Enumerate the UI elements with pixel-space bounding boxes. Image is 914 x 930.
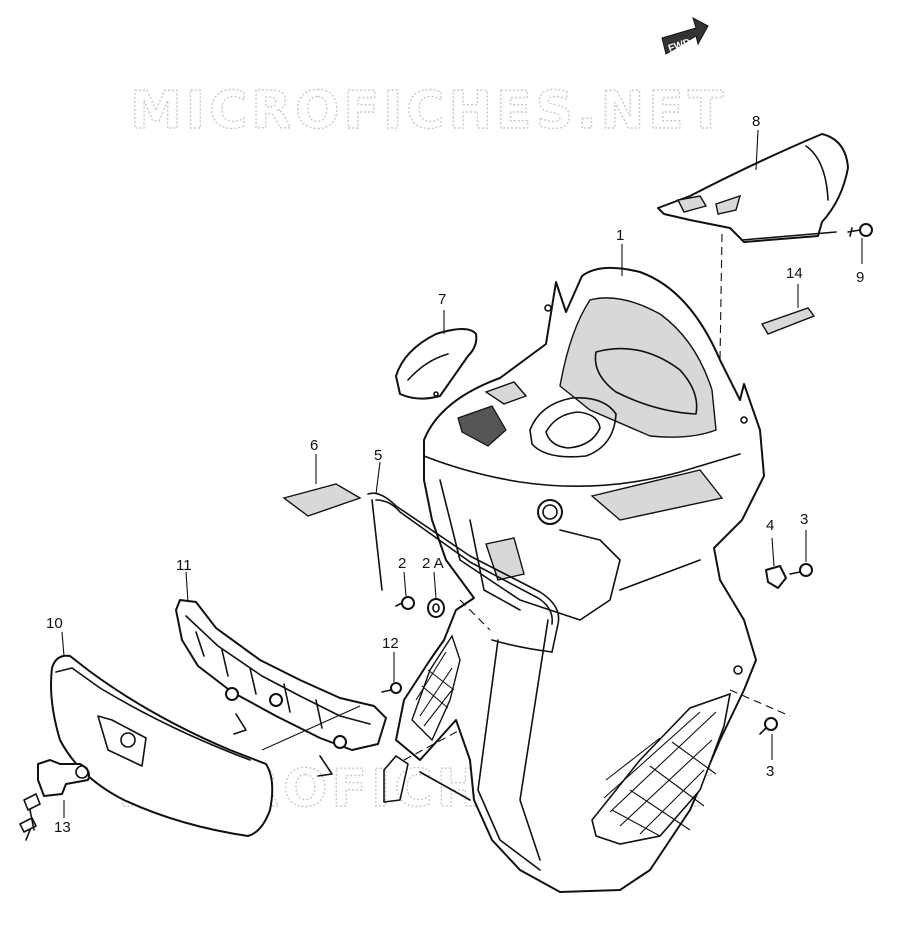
part-number-2a: 2 A bbox=[422, 555, 444, 572]
part-1-right-grille bbox=[591, 692, 732, 845]
part-10-front-cover bbox=[50, 654, 274, 837]
part-number-3-upper: 3 bbox=[800, 511, 808, 528]
part-2-clip bbox=[395, 596, 415, 610]
lower-bracket bbox=[383, 729, 471, 803]
part-12-screw bbox=[381, 682, 402, 694]
part-number-13: 13 bbox=[54, 819, 71, 836]
part-number-14: 14 bbox=[786, 265, 803, 282]
part-8-upper-cover bbox=[657, 133, 849, 243]
part-6-pad bbox=[282, 483, 362, 517]
part-13-key-lock bbox=[19, 759, 90, 841]
part-number-11: 11 bbox=[176, 557, 192, 574]
part-number-10: 10 bbox=[46, 615, 63, 632]
part-2a-grommet bbox=[427, 598, 445, 618]
part-5-seal bbox=[367, 492, 560, 653]
part-number-12: 12 bbox=[382, 635, 399, 652]
part-3-screw-upper bbox=[789, 563, 813, 577]
part-14-strip bbox=[760, 307, 816, 335]
watermark-top: MICROFICHES.NET bbox=[130, 81, 727, 141]
part-number-1: 1 bbox=[616, 227, 624, 244]
part-number-3-lower: 3 bbox=[766, 763, 774, 780]
part-number-2: 2 bbox=[398, 555, 406, 572]
part-number-9: 9 bbox=[856, 269, 864, 286]
part-3-screw-lower bbox=[759, 717, 778, 735]
part-9-screw bbox=[847, 223, 873, 237]
part-number-6: 6 bbox=[310, 437, 318, 454]
part-11-inner-bracket bbox=[175, 599, 387, 777]
part-4-clip bbox=[765, 565, 787, 589]
part-number-5: 5 bbox=[374, 447, 382, 464]
part-number-4: 4 bbox=[766, 517, 774, 534]
fwd-arrow-icon: FWD bbox=[661, 16, 709, 55]
part-number-8: 8 bbox=[752, 113, 760, 130]
part-1-left-grille bbox=[411, 634, 461, 742]
leader-lines bbox=[61, 129, 863, 818]
part-number-7: 7 bbox=[438, 291, 446, 308]
part-7-small-cover bbox=[395, 328, 478, 400]
